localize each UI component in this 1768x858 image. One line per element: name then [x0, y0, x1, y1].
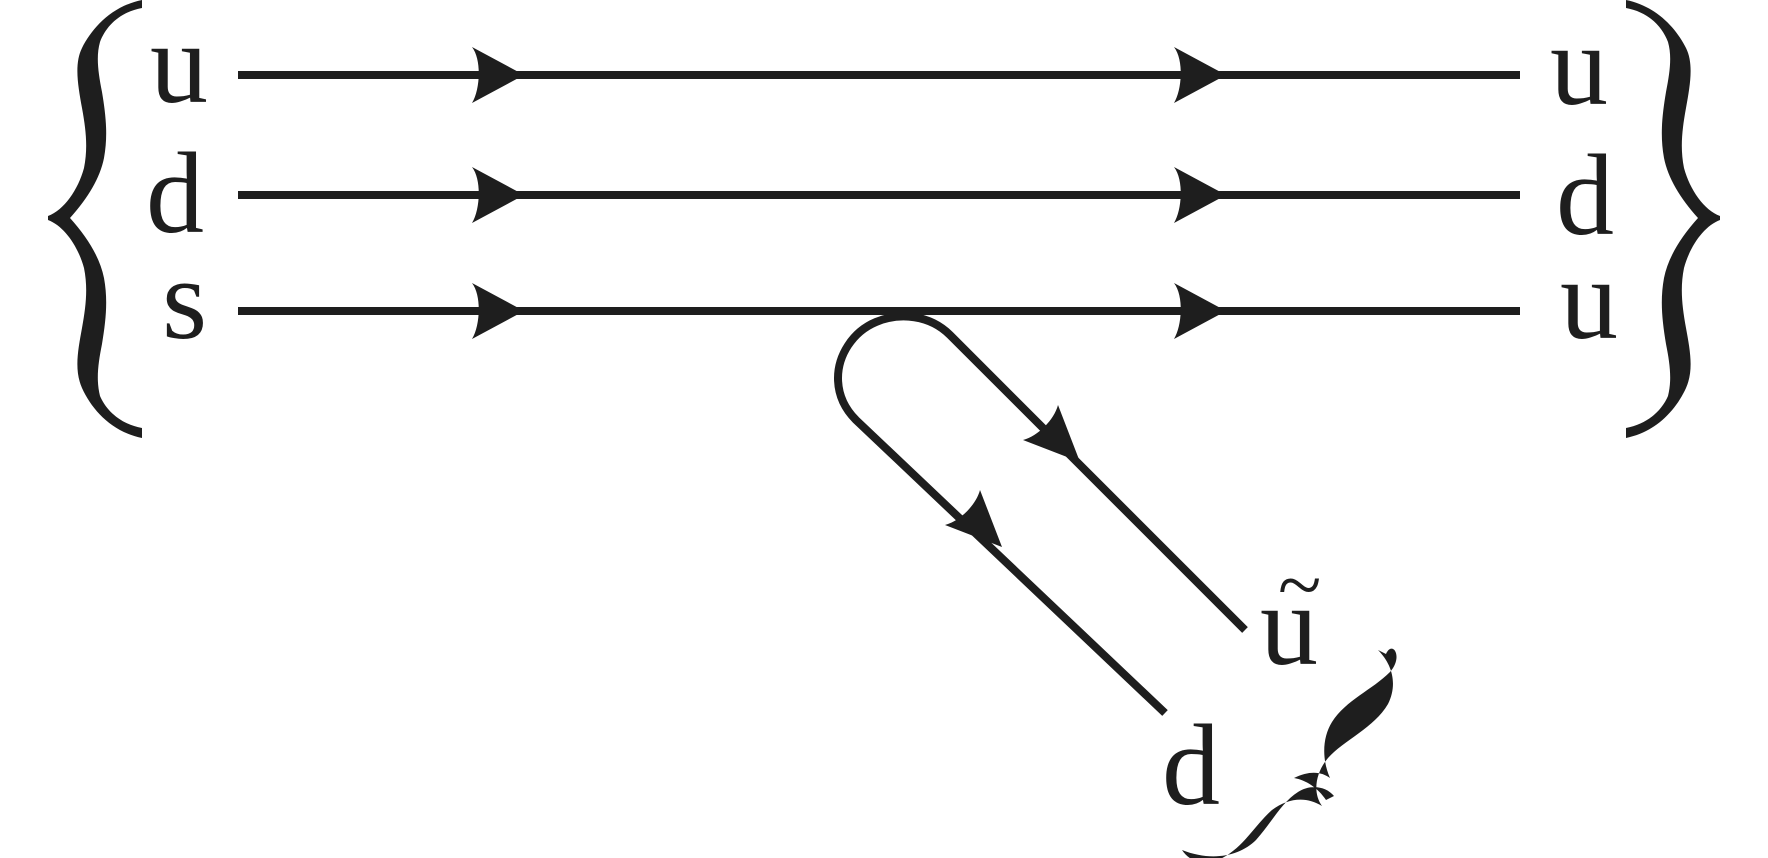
pair-creation-loop — [833, 312, 1248, 716]
arrow-middle-left — [472, 167, 524, 223]
quark-label: d — [1162, 702, 1220, 830]
antiquark-label: u — [1260, 562, 1318, 690]
outgoing-quark-top: u — [1550, 2, 1608, 130]
left-brace — [48, 0, 142, 438]
outgoing-quark-middle: d — [1556, 132, 1614, 260]
antiquark-tilde-mark: ~ — [1278, 542, 1321, 630]
arrow-antiquark-leg — [1023, 405, 1080, 462]
outgoing-quark-bottom: u — [1560, 236, 1618, 364]
incoming-quark-middle: d — [146, 130, 204, 258]
incoming-quark-top: u — [150, 0, 208, 128]
arrow-quark-leg — [945, 490, 1002, 547]
arrow-top-left — [472, 47, 524, 103]
arrow-middle-right — [1174, 167, 1226, 223]
right-brace — [1626, 0, 1720, 438]
incoming-quark-bottom: s — [162, 236, 207, 364]
arrow-bottom-left — [472, 283, 524, 339]
arrow-bottom-right — [1174, 283, 1226, 339]
arrow-top-right — [1174, 47, 1226, 103]
